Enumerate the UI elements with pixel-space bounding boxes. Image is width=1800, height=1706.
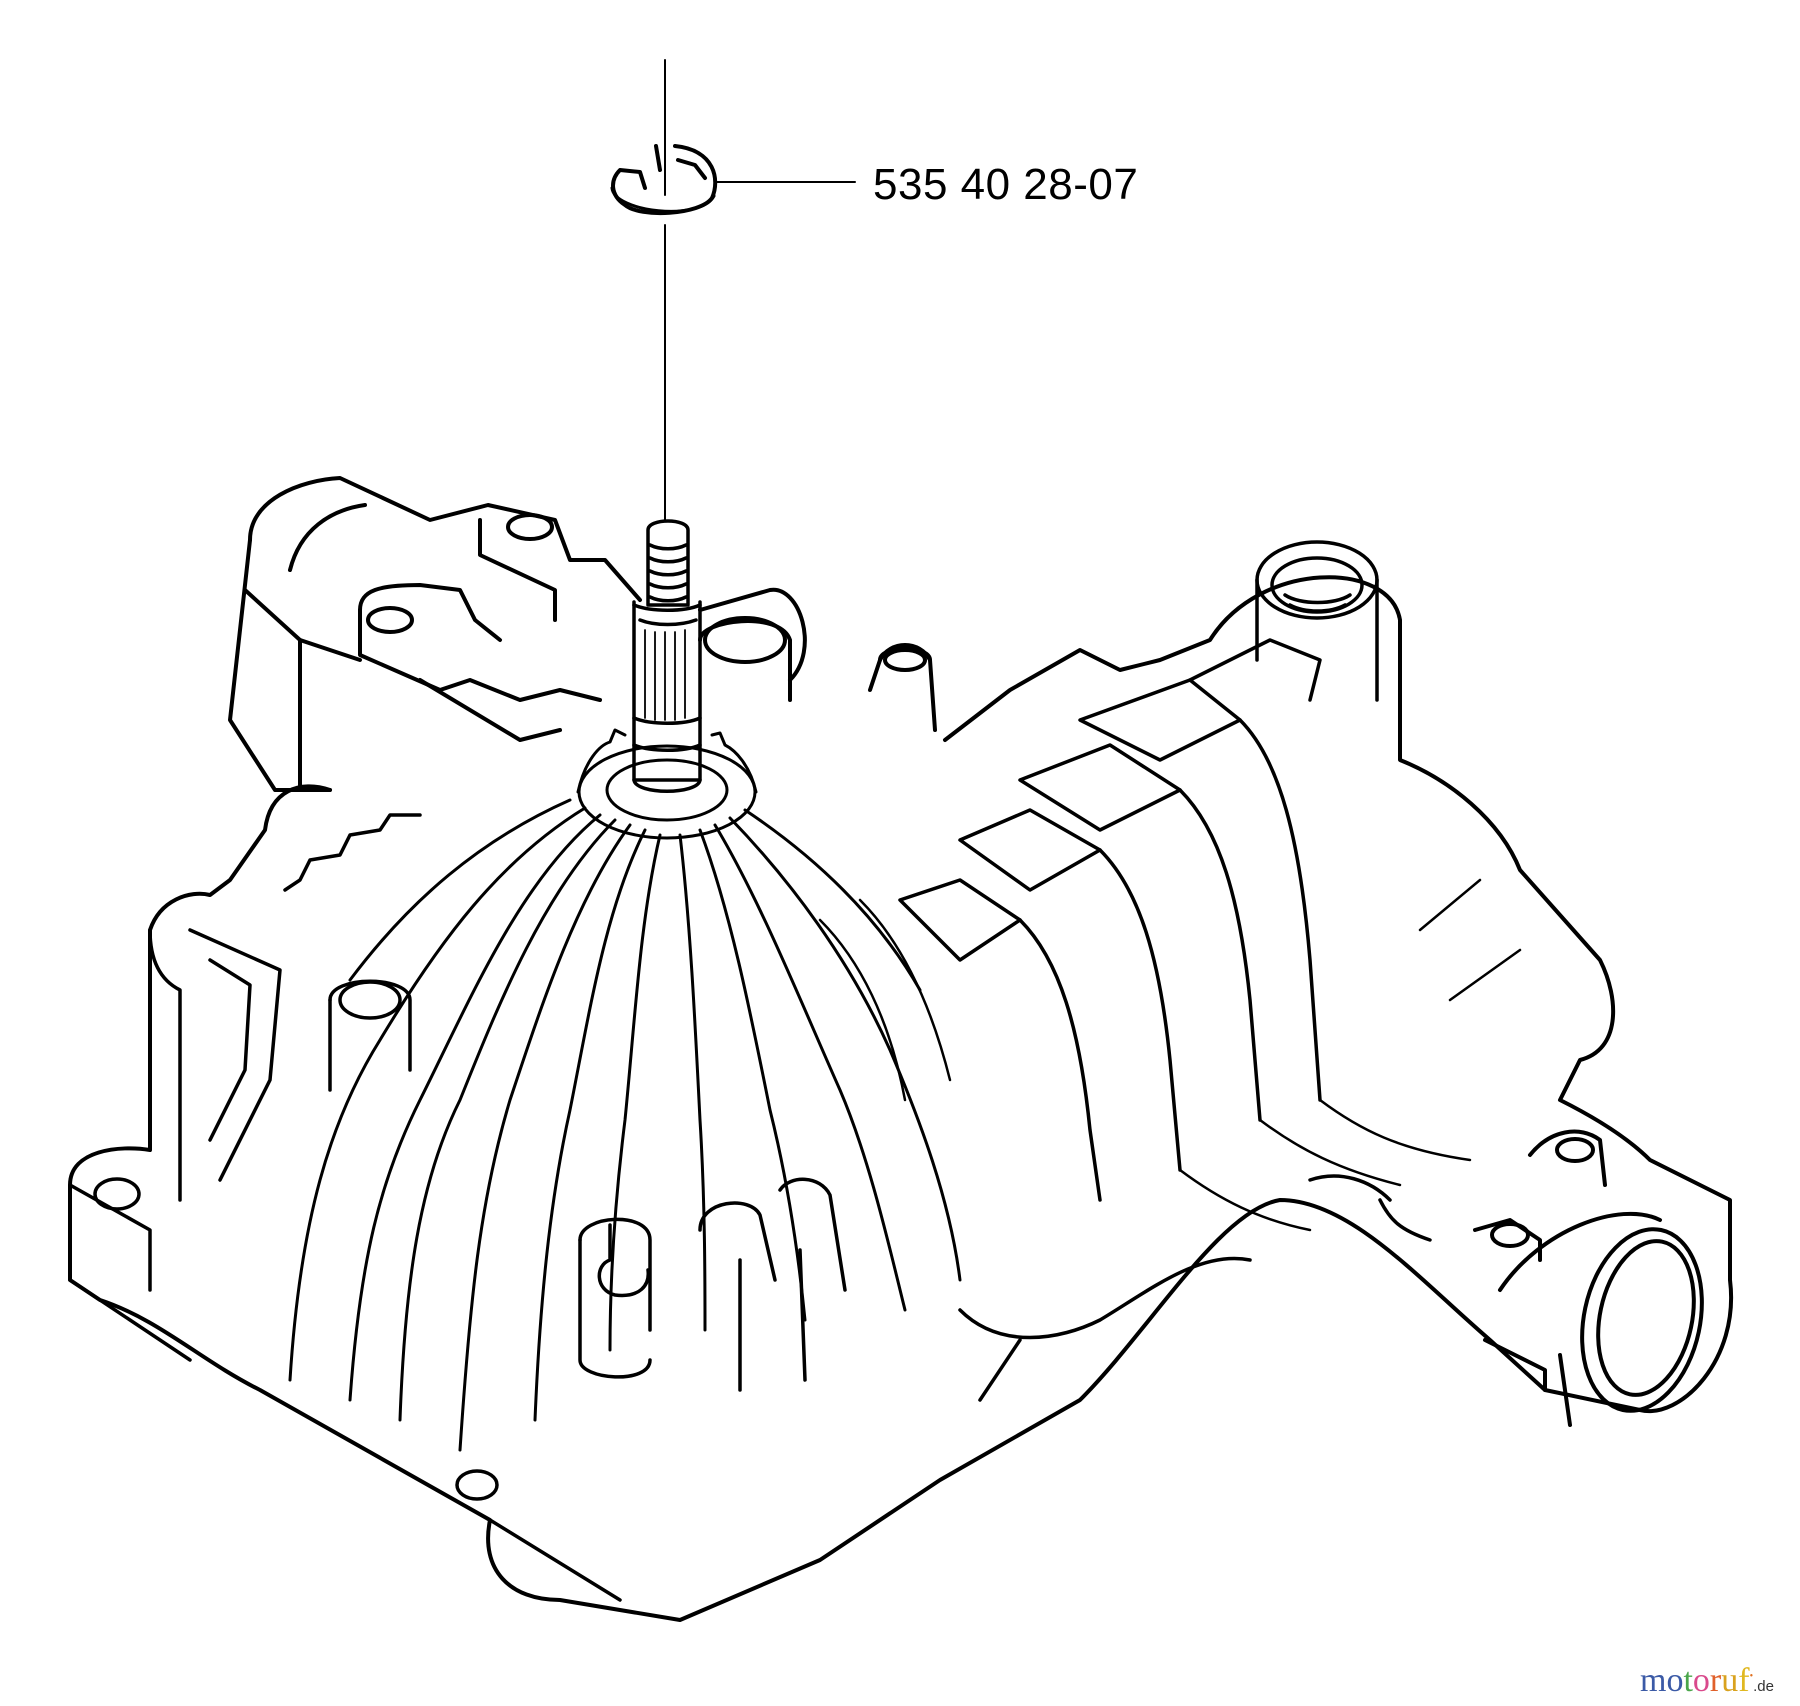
lower-bosses — [455, 1174, 1432, 1602]
watermark-dot-icon: • — [1749, 1671, 1754, 1682]
watermark-logo: motoruf•.de — [1640, 1664, 1774, 1704]
watermark-letter: r — [1709, 1662, 1722, 1699]
watermark-letter: o — [1666, 1662, 1684, 1699]
input-shaft-icon — [632, 519, 702, 793]
housing-outline — [68, 476, 1734, 1622]
watermark-letter: o — [1692, 1662, 1710, 1699]
part-number-label[interactable]: 535 40 28-07 — [873, 160, 1139, 209]
left-ribs — [68, 813, 422, 1362]
watermark-letter: u — [1721, 1662, 1739, 1699]
watermark-tld: .de — [1753, 1678, 1774, 1695]
watermark-letter: m — [1640, 1662, 1667, 1699]
shaft-seal-icon — [576, 728, 758, 840]
watermark-letter: t — [1683, 1662, 1693, 1699]
axle-tube-right — [1473, 1129, 1704, 1427]
mid-contours — [818, 878, 1522, 1232]
snap-ring-icon[interactable] — [610, 144, 718, 215]
right-ribbed-block — [898, 540, 1379, 1202]
watermark-letter: f — [1738, 1662, 1750, 1699]
cooling-fins — [288, 798, 962, 1452]
